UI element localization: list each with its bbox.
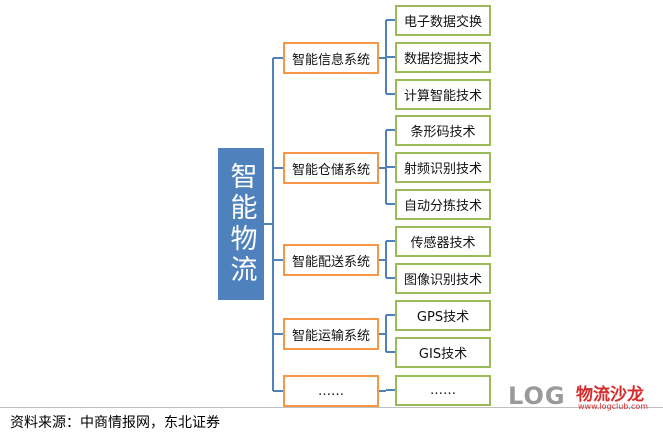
technology-node: GPS技术 [395,300,491,331]
technology-node: 自动分拣技术 [395,189,491,220]
technology-node: 计算智能技术 [395,79,491,110]
technology-node: 电子数据交换 [395,5,491,36]
system-node: …… [283,375,379,407]
watermark-logo: LOG 物流沙龙 www.logclub.com [508,380,658,414]
footer-divider [0,407,663,408]
system-node: 智能仓储系统 [283,152,379,184]
system-node: 智能运输系统 [283,318,379,350]
system-node: 智能信息系统 [283,42,379,74]
technology-node: 图像识别技术 [395,263,491,294]
technology-node: 传感器技术 [395,226,491,257]
source-note: 资料来源：中商情报网，东北证券 [10,415,220,431]
technology-node: 数据挖掘技术 [395,42,491,73]
technology-node: GIS技术 [395,337,491,368]
technology-node: …… [395,375,491,406]
technology-node: 条形码技术 [395,115,491,146]
watermark-brand: LOG [508,382,566,410]
watermark-url: www.logclub.com [578,402,649,411]
watermark-cn-name: 物流沙龙 [576,385,644,405]
root-node-intelligent-logistics: 智能物流 [218,148,264,300]
technology-node: 射频识别技术 [395,152,491,183]
system-node: 智能配送系统 [283,244,379,276]
